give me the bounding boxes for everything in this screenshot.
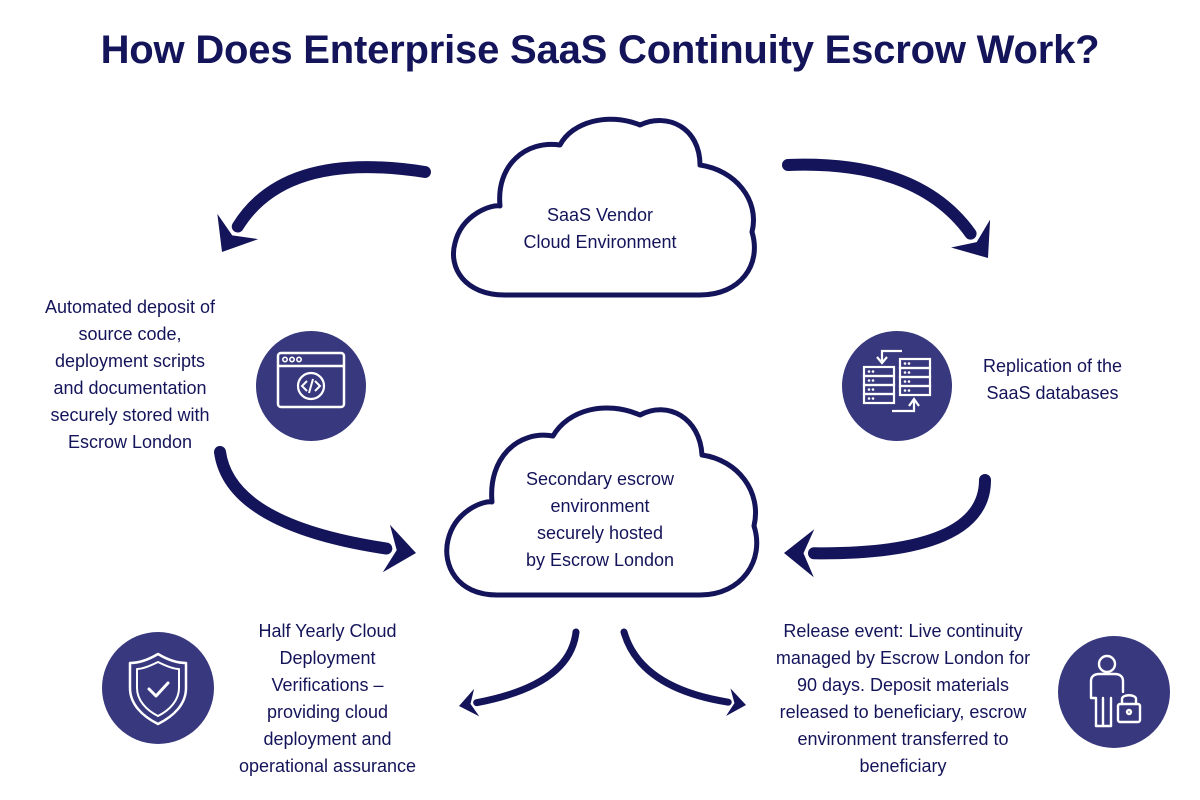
bottom-right-step-text: Release event: Live continuity managed b… bbox=[775, 621, 1031, 776]
center-cloud bbox=[444, 405, 760, 598]
bottom-left-step-text: Half Yearly Cloud Deployment Verificatio… bbox=[238, 621, 417, 776]
arrow-bottom-right-head bbox=[726, 688, 746, 716]
arrow-right-down-head bbox=[784, 529, 815, 578]
arrow-bottom-left-head bbox=[459, 688, 480, 717]
database-sync-icon bbox=[842, 331, 952, 441]
arrow-top-right-head bbox=[951, 219, 991, 258]
top-cloud bbox=[451, 116, 757, 298]
arrow-top-right-shaft bbox=[782, 158, 977, 240]
arrow-bottom-right-shaft bbox=[620, 628, 732, 706]
center-cloud-label: Secondary escrow environment securely ho… bbox=[525, 469, 675, 570]
left-step-text: Automated deposit of source code, deploy… bbox=[44, 297, 216, 452]
page-title: How Does Enterprise SaaS Continuity Escr… bbox=[100, 28, 1100, 72]
arrow-top-left-shaft bbox=[231, 161, 431, 233]
right-step-text: Replication of the SaaS databases bbox=[982, 356, 1123, 403]
code-window-icon bbox=[256, 331, 366, 441]
arrow-bottom-left-shaft bbox=[473, 628, 580, 707]
arrow-left-down-shaft bbox=[214, 446, 393, 555]
arrow-left-down-head bbox=[382, 524, 416, 573]
arrow-top-left-head bbox=[217, 213, 259, 252]
top-cloud-label: SaaS Vendor Cloud Environment bbox=[523, 205, 677, 252]
arrow-right-down-shaft bbox=[807, 474, 991, 560]
person-lock-icon bbox=[1058, 636, 1170, 748]
shield-check-icon bbox=[102, 632, 214, 744]
arrows bbox=[214, 158, 991, 717]
